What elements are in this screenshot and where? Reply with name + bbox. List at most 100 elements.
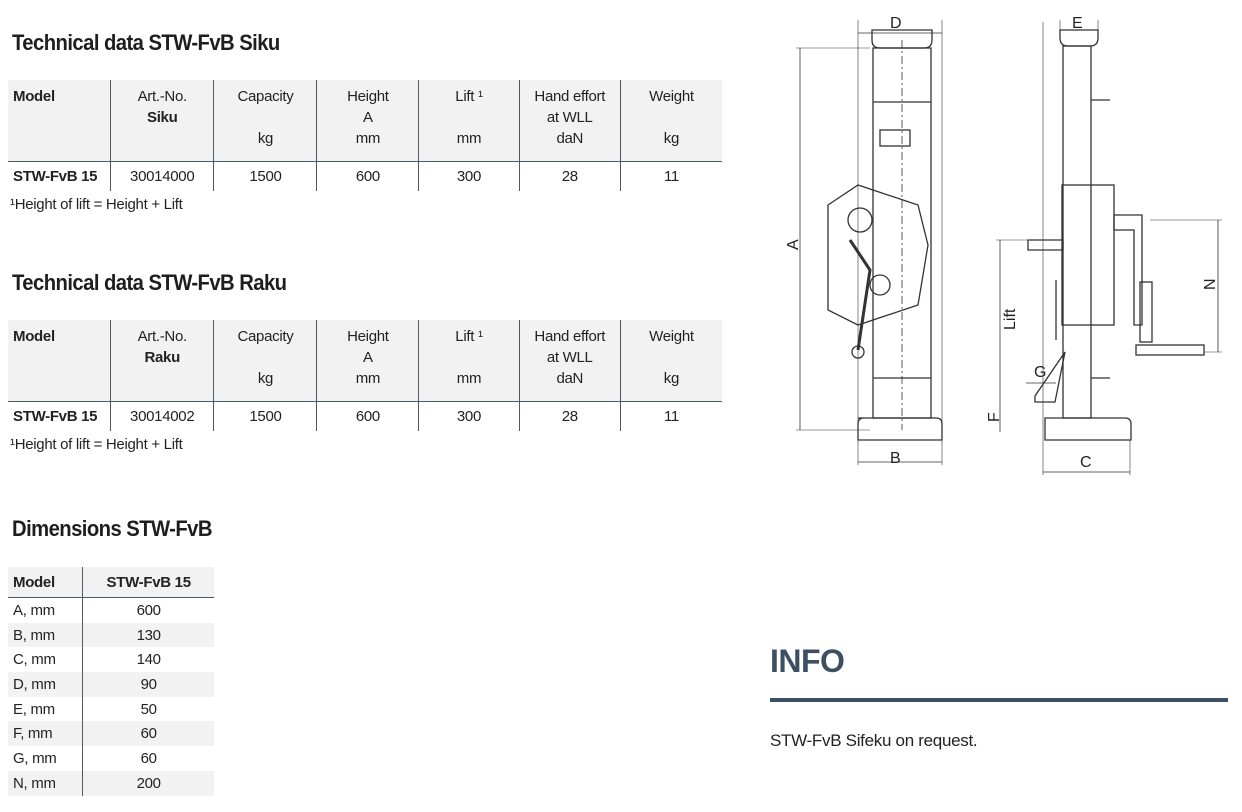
table-cell: 28 xyxy=(518,161,621,191)
header-line xyxy=(113,368,211,389)
header-line xyxy=(216,107,314,128)
label-D: D xyxy=(890,15,902,32)
header-line: A xyxy=(363,349,373,366)
header-line: at WLL xyxy=(546,349,593,366)
siku-footnote: ¹Height of lift = Height + Lift xyxy=(10,196,183,213)
header-line: Model xyxy=(13,328,55,345)
header-line: mm xyxy=(355,370,381,387)
dim-header: Model xyxy=(8,567,83,598)
jack-foot-side xyxy=(1044,417,1132,441)
info-divider xyxy=(770,698,1228,702)
header-line: Height xyxy=(347,88,389,105)
header-line xyxy=(13,347,108,368)
header-line: Siku xyxy=(146,109,178,126)
table-cell: E, mm xyxy=(13,700,55,718)
table-cell: 1500 xyxy=(213,401,317,431)
header-line: mm xyxy=(456,370,482,387)
column-header: Weight kg xyxy=(619,320,722,402)
header-line: daN xyxy=(556,370,584,387)
header-line xyxy=(623,347,720,368)
column-header: Capacity kg xyxy=(213,320,317,402)
column-header: Lift ¹ mm xyxy=(418,80,520,162)
table-cell: A, mm xyxy=(13,601,55,619)
header-line xyxy=(421,107,516,128)
header-line: kg xyxy=(663,130,680,147)
table-cell: 30014002 xyxy=(110,401,214,431)
label-Lift: Lift xyxy=(1002,308,1019,330)
header-line: Hand effort xyxy=(534,328,606,345)
gearbox-side xyxy=(1061,184,1115,326)
header-line: mm xyxy=(456,130,482,147)
table-cell: F, mm xyxy=(8,721,83,747)
column-header: Model xyxy=(8,320,111,402)
table-cell: 11 xyxy=(619,401,722,431)
siku-title: Technical data STW-FvB Siku xyxy=(12,30,280,55)
header-line xyxy=(13,107,108,128)
table-cell: 600 xyxy=(316,161,419,191)
label-G: G xyxy=(1034,364,1046,381)
table-cell: 1500 xyxy=(213,161,317,191)
table-cell: 60 xyxy=(82,721,214,747)
header-line: Lift ¹ xyxy=(455,88,483,105)
label-A: A xyxy=(785,239,802,250)
table-cell: C, mm xyxy=(13,651,56,669)
header-line xyxy=(216,347,314,368)
info-title: INFO xyxy=(770,643,845,679)
column-header: Model xyxy=(8,80,111,162)
table-cell: 30014000 xyxy=(110,161,214,191)
header-line: Art.-No. xyxy=(137,88,188,105)
table-cell: 90 xyxy=(82,672,214,697)
table-cell: 200 xyxy=(82,770,214,796)
header-line: Capacity xyxy=(237,88,294,105)
header-line xyxy=(113,128,211,149)
table-cell: 600 xyxy=(316,401,419,431)
header-line: Hand effort xyxy=(534,88,606,105)
raku-title: Technical data STW-FvB Raku xyxy=(12,270,287,295)
table-row: G, mm 60 xyxy=(8,746,214,771)
header-line: Weight xyxy=(649,328,694,345)
info-text: STW-FvB Sifeku on request. xyxy=(770,731,978,750)
jack-rack-side xyxy=(1062,45,1092,419)
table-row: E, mm 50 xyxy=(8,696,214,722)
header-line: Capacity xyxy=(237,328,294,345)
table-cell: 300 xyxy=(418,401,520,431)
header-line: daN xyxy=(556,130,584,147)
label-N: N xyxy=(1202,278,1219,290)
header-line: Art.-No. xyxy=(137,328,188,345)
column-header: Hand effort at WLL daN xyxy=(518,320,621,402)
jack-dimension-drawing: D E B C G A Lift F N xyxy=(785,15,1222,475)
table-cell: G, mm xyxy=(13,749,57,767)
header-line: Raku xyxy=(144,349,180,366)
table-cell: STW-FvB 15 xyxy=(8,161,112,191)
header-line: kg xyxy=(663,370,680,387)
table-row: C, mm 140 xyxy=(8,647,214,673)
table-cell: 50 xyxy=(82,696,214,722)
column-header: Art.-No. Siku xyxy=(110,80,214,162)
table-cell: 600 xyxy=(82,597,214,623)
header-line xyxy=(421,347,516,368)
column-header: Lift ¹ mm xyxy=(418,320,520,402)
table-cell: STW-FvB 15 xyxy=(8,401,112,431)
header-line xyxy=(623,107,720,128)
table-cell: 11 xyxy=(619,161,722,191)
header-line: Lift ¹ xyxy=(455,328,483,345)
table-cell: 140 xyxy=(82,647,214,673)
jack-head-side xyxy=(1059,29,1099,47)
label-C: C xyxy=(1080,454,1092,471)
jack-foot-front xyxy=(857,417,943,441)
header-line: Model xyxy=(13,88,55,105)
table-cell: 60 xyxy=(82,746,214,771)
header-line: kg xyxy=(257,370,274,387)
header-line: A xyxy=(363,109,373,126)
